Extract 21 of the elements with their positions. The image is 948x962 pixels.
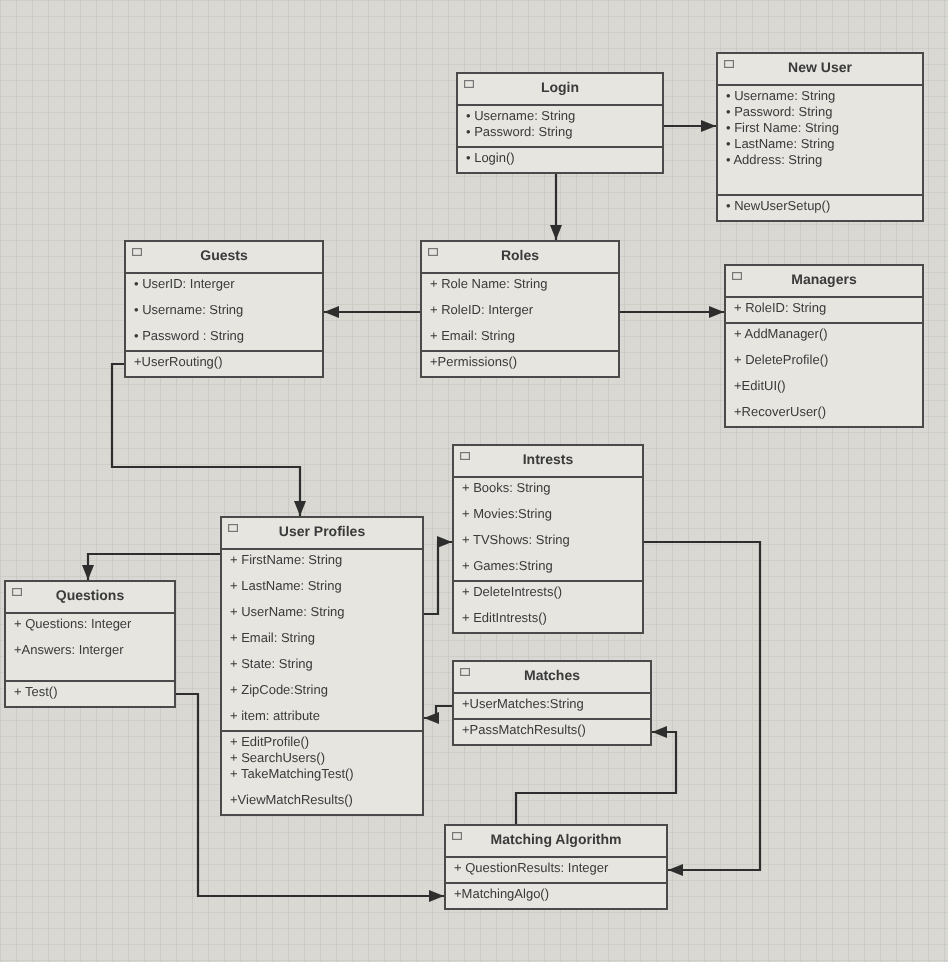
class-box [444,824,668,910]
class-box [4,580,176,708]
association-arrow [110,362,307,516]
class-box [456,72,664,174]
association-arrow [324,305,420,319]
association-arrow [664,119,716,133]
association-arrow [620,305,724,319]
class-box [124,240,324,378]
class-box [420,240,620,378]
association-arrow [424,704,452,725]
association-arrow [176,692,444,903]
class-box [716,52,924,222]
class-box [452,660,652,746]
association-arrow [549,174,563,240]
association-arrow [514,725,678,824]
class-box [452,444,644,634]
class-box [724,264,924,428]
association-arrow [424,535,452,616]
association-arrow [81,552,220,580]
class-box [220,516,424,816]
association-arrow [644,540,762,877]
